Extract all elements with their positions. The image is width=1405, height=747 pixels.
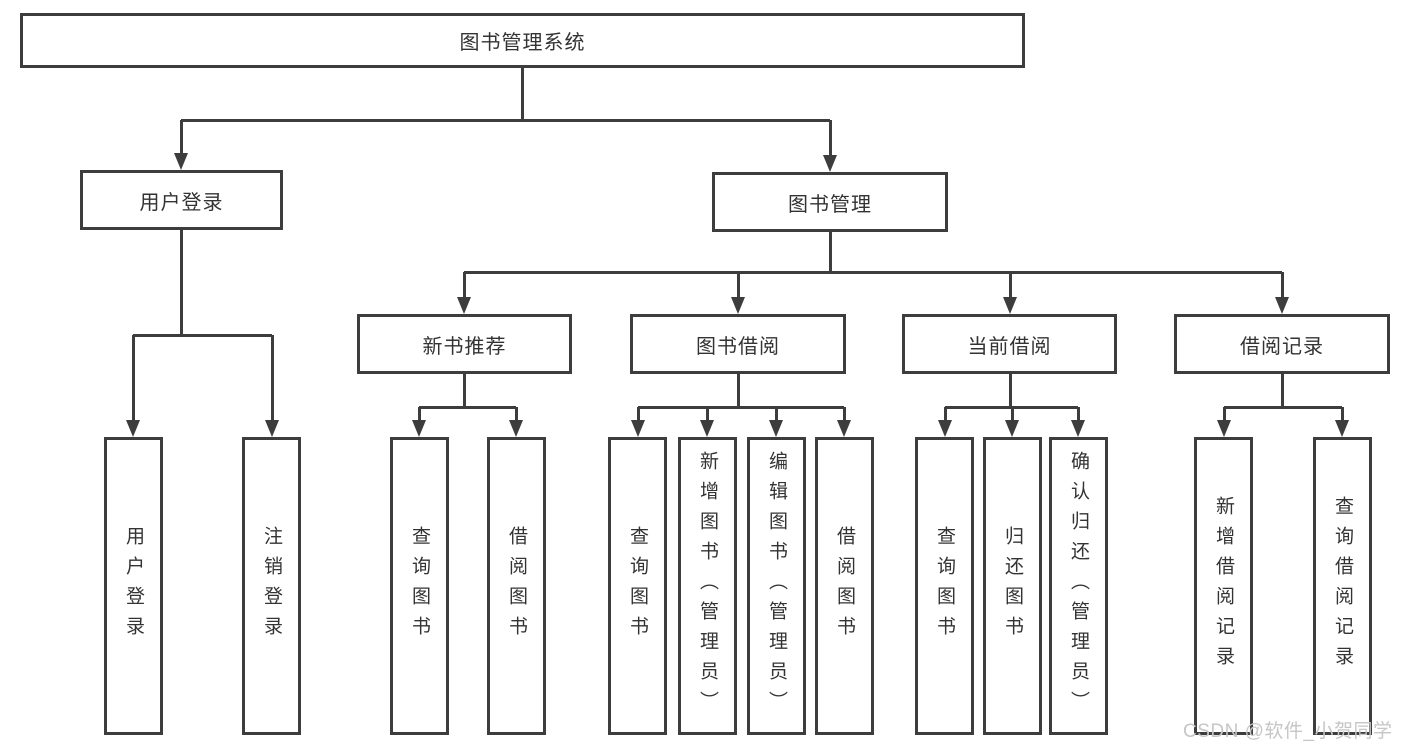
connector <box>1224 406 1342 409</box>
connector <box>418 407 421 422</box>
arrow-down-icon <box>823 155 837 172</box>
connector <box>1341 407 1344 422</box>
arrow-down-icon <box>700 420 714 437</box>
watermark: CSDN @软件_小贺同学 <box>1183 721 1393 742</box>
connector <box>271 335 274 421</box>
connector <box>1281 272 1284 298</box>
connector <box>180 230 183 335</box>
leaf-label: 借阅图书 <box>506 526 527 646</box>
leaf-query-books: 查询图书 <box>915 437 974 735</box>
leaf-label: 编辑图书（管理员） <box>766 451 787 721</box>
connector <box>737 374 740 407</box>
arrow-down-icon <box>1071 420 1085 437</box>
connector <box>1011 407 1014 422</box>
arrow-down-icon <box>631 420 645 437</box>
node-label: 图书管理系统 <box>459 32 586 54</box>
leaf-return-books: 归还图书 <box>983 437 1042 735</box>
connector <box>133 334 272 337</box>
connector <box>706 407 709 422</box>
node-label: 当前借阅 <box>967 335 1052 358</box>
connector <box>1223 407 1226 422</box>
arrow-down-icon <box>1005 420 1019 437</box>
leaf-borrow-books: 借阅图书 <box>815 437 874 735</box>
leaf-borrow-books: 借阅图书 <box>487 437 546 735</box>
connector <box>1009 374 1012 407</box>
node-new-book-recommendation: 新书推荐 <box>357 314 572 374</box>
arrow-down-icon <box>769 420 783 437</box>
connector <box>132 335 135 421</box>
leaf-logout: 注销登录 <box>242 437 301 735</box>
leaf-label: 用户登录 <box>123 526 144 646</box>
node-label: 用户登录 <box>139 191 224 214</box>
connector <box>944 407 947 422</box>
node-book-management: 图书管理 <box>712 172 948 232</box>
leaf-label: 确认归还（管理员） <box>1068 451 1089 721</box>
connector <box>464 271 1282 274</box>
arrow-down-icon <box>509 420 523 437</box>
node-book-borrowing: 图书借阅 <box>630 314 846 374</box>
leaf-label: 新增图书（管理员） <box>697 451 718 721</box>
node-label: 图书借阅 <box>696 335 780 358</box>
leaf-label: 借阅图书 <box>834 526 855 646</box>
leaf-label: 查询借阅记录 <box>1332 496 1353 676</box>
connector <box>419 406 516 409</box>
leaf-user-login: 用户登录 <box>104 437 163 735</box>
leaf-add-book-admin: 新增图书（管理员） <box>678 437 737 735</box>
arrow-down-icon <box>412 420 426 437</box>
node-library-system: 图书管理系统 <box>20 13 1025 68</box>
connector <box>843 407 846 422</box>
connector <box>463 272 466 298</box>
leaf-query-borrow-record: 查询借阅记录 <box>1313 437 1372 735</box>
node-borrowing-records: 借阅记录 <box>1174 314 1390 374</box>
leaf-label: 查询图书 <box>409 526 430 646</box>
node-label: 新书推荐 <box>422 335 507 358</box>
arrow-down-icon <box>837 420 851 437</box>
connector <box>1077 407 1080 422</box>
arrow-down-icon <box>457 297 471 314</box>
connector <box>181 119 830 122</box>
arrow-down-icon <box>1003 297 1017 314</box>
node-user-login: 用户登录 <box>80 170 283 230</box>
arrow-down-icon <box>126 420 140 437</box>
leaf-query-books: 查询图书 <box>390 437 449 735</box>
arrow-down-icon <box>731 297 745 314</box>
leaf-label: 查询图书 <box>934 526 955 646</box>
connector <box>737 272 740 298</box>
connector <box>775 407 778 422</box>
leaf-label: 新增借阅记录 <box>1213 496 1234 676</box>
arrow-down-icon <box>1335 420 1349 437</box>
connector <box>1009 272 1012 298</box>
arrow-down-icon <box>938 420 952 437</box>
arrow-down-icon <box>265 420 279 437</box>
connector <box>180 120 183 154</box>
connector <box>829 232 832 272</box>
leaf-query-books: 查询图书 <box>608 437 667 735</box>
node-label: 借阅记录 <box>1240 335 1324 358</box>
connector <box>829 120 832 156</box>
leaf-confirm-return-admin: 确认归还（管理员） <box>1049 437 1108 735</box>
connector <box>463 374 466 407</box>
leaf-label: 归还图书 <box>1002 526 1023 646</box>
connector <box>521 68 524 120</box>
arrow-down-icon <box>174 153 188 170</box>
leaf-label: 查询图书 <box>627 526 648 646</box>
leaf-edit-book-admin: 编辑图书（管理员） <box>747 437 806 735</box>
node-current-borrowing: 当前借阅 <box>902 314 1117 374</box>
arrow-down-icon <box>1217 420 1231 437</box>
leaf-add-borrow-record: 新增借阅记录 <box>1194 437 1253 735</box>
node-label: 图书管理 <box>788 193 872 216</box>
connector <box>638 406 844 409</box>
arrow-down-icon <box>1275 297 1289 314</box>
connector <box>637 407 640 422</box>
leaf-label: 注销登录 <box>261 526 282 646</box>
connector <box>515 407 518 422</box>
connector <box>1281 374 1284 407</box>
